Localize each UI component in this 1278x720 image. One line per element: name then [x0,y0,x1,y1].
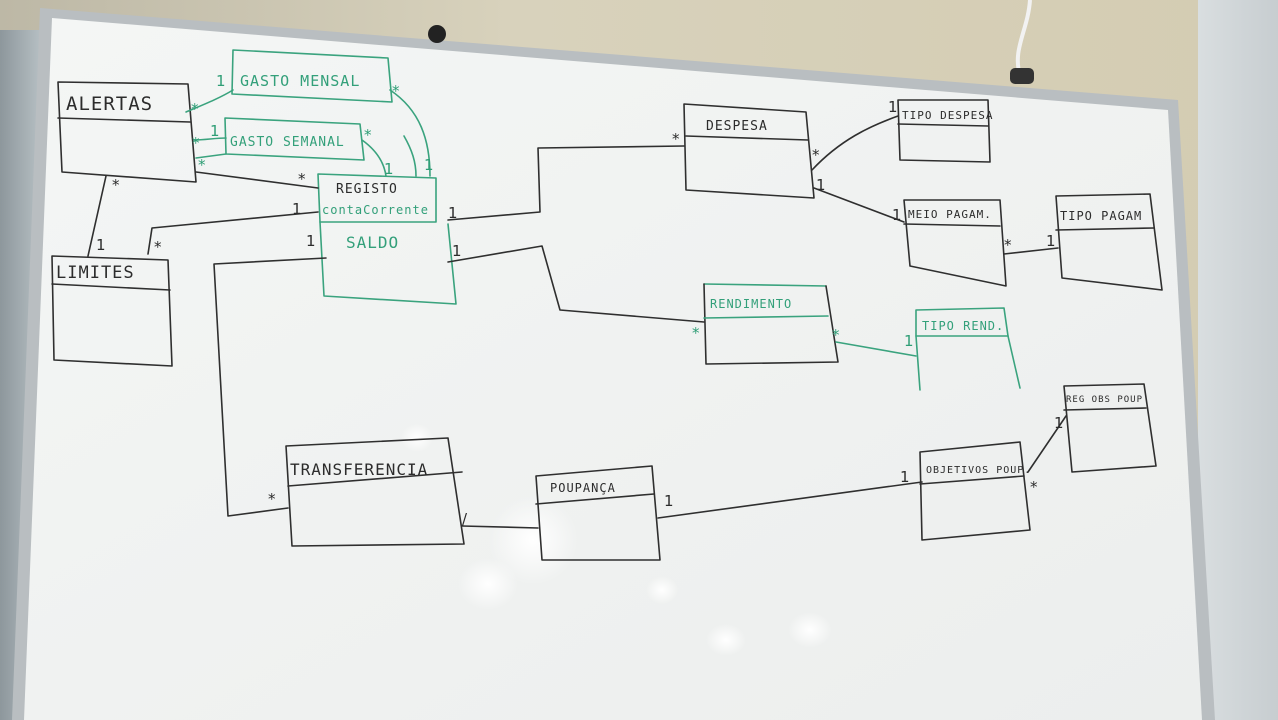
mult-many: * [268,490,276,508]
class-gasto-mensal: GASTO MENSAL [231,49,393,103]
mult-many: * [392,82,400,100]
multiplicity-labels: 1 * 1 * * * * 1 1 * 1 * 1 * 1 1 1 * * 1 … [96,72,1064,528]
class-registo-label: REGISTO [336,182,398,197]
class-tipo-despesa-label: TIPO DESPESA [902,109,993,122]
mult-many: * [1030,478,1038,496]
mult-one: 1 [216,72,226,90]
light-glare [788,612,832,648]
light-glare [488,495,578,585]
class-gasto-semanal: GASTO SEMANAL [224,117,365,161]
light-glare [646,576,678,604]
mult-many: * [692,324,700,342]
mult-one: 1 [384,160,394,178]
mult-many: * [191,100,199,118]
whiteboard-surface [24,18,1202,720]
class-despesa: DESPESA [683,103,815,199]
class-rendimento: RENDIMENTO [703,283,839,365]
mult-one: 1 [210,122,220,140]
class-alertas: ALERTAS [57,81,197,183]
class-gasto-mensal-label: GASTO MENSAL [240,72,360,90]
mult-one: 1 [892,206,902,224]
mult-many: * [832,326,840,344]
class-poupanca: POUPANÇA [535,465,661,561]
mult-many: * [812,146,820,164]
class-registo: REGISTO contaCorrente SALDO [317,173,457,305]
mult-many: * [1004,236,1012,254]
class-limites-label: LIMITES [56,263,135,283]
class-transferencia: TRANSFERENCIA [285,437,465,547]
class-poupanca-label: POUPANÇA [550,481,616,495]
wall-plug-icon [1010,68,1034,84]
class-meio-pagam-label: MEIO PAGAM. [908,208,992,221]
class-tipo-pagam-label: TIPO PAGAM [1060,209,1142,223]
class-tipo-despesa: TIPO DESPESA [897,99,993,163]
class-gasto-semanal-label: GASTO SEMANAL [230,135,345,150]
mult-one: 1 [664,492,674,510]
class-limites: LIMITES [51,255,173,367]
class-alertas-label: ALERTAS [66,93,153,115]
mult-one: 1 [1046,232,1056,250]
class-meio-pagam: MEIO PAGAM. [903,199,1007,287]
mult-one: 1 [448,204,458,222]
mult-one: 1 [306,232,316,250]
mult-many: * [364,126,372,144]
mult-one: 1 [904,332,914,350]
mult-many: * [672,130,680,148]
mult-many-alt: / [462,510,468,528]
class-tipo-rend-label: TIPO REND. [922,319,1004,333]
mult-many: * [298,170,306,188]
cable-icon [1015,0,1032,76]
mult-one: 1 [1054,414,1064,432]
class-objetivos-poup-label: OBJETIVOS POUP. [926,465,1031,476]
magnet-icon [428,25,446,43]
class-tipo-rend: TIPO REND. [915,307,1021,391]
mult-one: 1 [292,200,302,218]
mult-many: * [112,176,120,194]
class-transferencia-label: TRANSFERENCIA [290,460,428,479]
class-rendimento-label: RENDIMENTO [710,297,792,311]
right-wall-panel [1198,0,1278,720]
class-registo-sublabel: contaCorrente [322,203,429,217]
mult-one: 1 [816,176,826,194]
mult-one: 1 [900,468,910,486]
class-reg-obs-poup: REG OBS POUP [1063,383,1157,473]
mult-one: 1 [888,98,898,116]
mult-many: * [154,238,162,256]
class-despesa-label: DESPESA [706,119,768,134]
class-reg-obs-poup-label: REG OBS POUP [1066,395,1143,405]
class-objetivos-poup: OBJETIVOS POUP. [919,441,1031,541]
class-saldo-label: SALDO [346,233,399,252]
mult-one: 1 [452,242,462,260]
light-glare [706,624,746,656]
associations [87,89,1067,529]
mult-one: 1 [96,236,106,254]
mult-many: * [198,156,206,174]
mult-many: * [192,134,200,152]
mult-one: 1 [424,156,434,174]
class-tipo-pagam: TIPO PAGAM [1055,193,1163,291]
light-glare [458,558,518,610]
light-glare [401,424,433,452]
